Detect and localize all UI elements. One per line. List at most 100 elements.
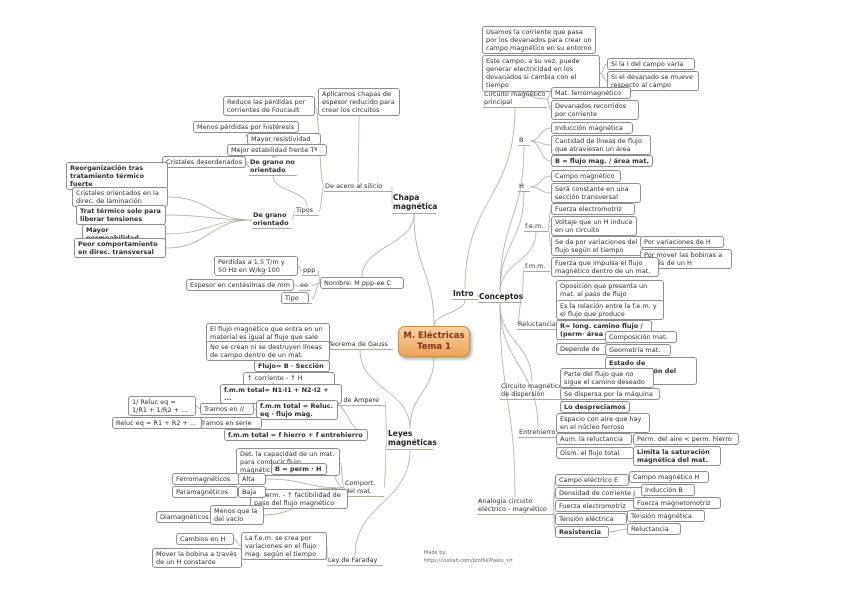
mindmap-node-cristales_or[interactable]: Cristales orientados en la direc. de lam… — [72, 187, 168, 208]
mindmap-node-menos_vacio[interactable]: Menos que la del vacío — [210, 505, 264, 526]
mindmap-node-desp[interactable]: Lo despreciamos — [560, 401, 630, 414]
mindmap-node-b_perm[interactable]: B = perm · H — [271, 463, 327, 476]
mindmap-node-leyes[interactable]: Leyes magnéticas — [387, 429, 437, 450]
mindmap-node-mejor_est[interactable]: Mejor estabilidad frente Tª — [227, 144, 327, 157]
mindmap-node-voltaje[interactable]: Voltaje que un H induce en un circuito — [551, 216, 637, 237]
mindmap-node-fuerza_imp[interactable]: Fuerza que impulsa el flujo magnético de… — [551, 257, 659, 278]
mindmap-node-reluc2[interactable]: Reluctancia — [627, 523, 681, 536]
mindmap-node-trat[interactable]: Trat térmico solo para liberar tensiones — [76, 205, 166, 226]
connector-h-campo_mag — [529, 175, 552, 188]
mindmap-node-usamos[interactable]: Usamos la corriente que pasa por los dev… — [482, 26, 596, 55]
mindmap-node-nombre[interactable]: Nombre: M ppp-ee C — [320, 277, 404, 290]
mindmap-node-dev_rec[interactable]: Devanados recorridos por corriente — [551, 100, 639, 121]
mindmap-node-reduce[interactable]: Reduce las pérdidas por corrientes de Fo… — [223, 96, 315, 117]
mindmap-node-este[interactable]: Este campo, a su vez, puede generar elec… — [482, 55, 600, 92]
mindmap-node-mat_ferro[interactable]: Mat. ferromagnético — [551, 87, 631, 100]
connector-conceptos-reluc — [516, 297, 523, 326]
mindmap-node-fem_crea[interactable]: La f.e.m. se crea por variaciones en el … — [241, 532, 327, 561]
mindmap-node-comp[interactable]: Composición mat. — [605, 331, 677, 344]
mindmap-node-tramos_p[interactable]: Tramos en // — [200, 403, 254, 416]
mindmap-node-fem[interactable]: f.e.m. — [524, 222, 548, 233]
mindmap-node-reluc[interactable]: Reluctancia — [517, 320, 559, 331]
mindmap-node-gauss[interactable]: Teorema de Gauss — [327, 340, 393, 351]
mindmap-node-fmm_reluc[interactable]: f.m.m total = Reluc. eq · flujo mag. — [256, 400, 338, 421]
mindmap-node-ferro[interactable]: Ferromagnéticos — [172, 473, 240, 486]
mindmap-node-reluc_eq_s[interactable]: Reluc eq = R1 + R2 + ... — [112, 417, 202, 430]
mindmap-node-resist[interactable]: Resistencia — [555, 526, 609, 539]
mindmap-node-analogia[interactable]: Analogía circuito eléctrico - magnético — [477, 497, 553, 516]
mindmap-node-sedisp[interactable]: Se dispersa por la máquina — [560, 388, 660, 401]
connector-conceptos-b — [499, 145, 525, 293]
mindmap-node-ppp[interactable]: ppp — [302, 266, 318, 277]
mindmap-node-cant[interactable]: Cantidad de líneas de flujo que atravies… — [551, 135, 651, 156]
mindmap-node-flujo_eq[interactable]: Flujo= B · Sección — [254, 360, 330, 373]
mindmap-node-comport[interactable]: Comport. del mat. — [344, 479, 384, 498]
mindmap-node-reluc_eq_p[interactable]: 1/ Reluc eq = 1/R1 + 1/R2 + ... — [128, 396, 196, 417]
mindmap-node-pormover[interactable]: Por mover las bobinas a través de un H — [640, 249, 732, 270]
mindmap-node-chapa[interactable]: Chapa magnética — [392, 193, 437, 214]
mindmap-node-circ_prin[interactable]: Circuito magnético principal — [483, 90, 547, 109]
mindmap-node-ind_mag[interactable]: Inducción magnética — [551, 122, 633, 135]
mindmap-node-tipo[interactable]: Tipo — [281, 292, 309, 305]
mindmap-node-fem2[interactable]: Fuerza electromotriz — [555, 500, 639, 513]
mindmap-node-cristales_des[interactable]: Cristales desordenados — [162, 156, 246, 169]
mindmap-node-dia[interactable]: Diamagnéticos — [156, 511, 218, 524]
mindmap-node-parte[interactable]: Parte del flujo que no sigue el camino d… — [560, 368, 654, 389]
mindmap-node-espesor[interactable]: Espesor en centésimas de mm — [186, 279, 294, 292]
mindmap-node-campo_mag[interactable]: Campo magnético — [551, 170, 621, 183]
mindmap-node-h[interactable]: H — [518, 182, 530, 193]
mindmap-node-acero[interactable]: De acero al silicio — [324, 182, 392, 193]
mindmap-node-intro[interactable]: Intro — [452, 289, 478, 301]
mindmap-root-node[interactable]: M. Eléctricas Tema 1 — [398, 326, 470, 358]
mindmap-node-espacio[interactable]: Espacio con aire que hay en el núcleo fe… — [556, 413, 650, 434]
mindmap-node-fmm_ni[interactable]: f.m.m total= N1·I1 + N2·I2 + ... — [220, 384, 342, 405]
mindmap-node-det[interactable]: Det. la capacidad de un mat. para conduc… — [236, 448, 340, 477]
mindmap-node-tens_m[interactable]: Tensión magnética — [627, 510, 705, 523]
mindmap-node-perdidas[interactable]: Pérdidas a 1.5 T/m y 50 Hz en W/kg·100 — [214, 256, 298, 277]
mindmap-node-relacion[interactable]: Es la relación entre la f.e.m. y el fluj… — [556, 300, 664, 321]
mindmap-node-entre[interactable]: Entrehierro — [518, 428, 558, 439]
mindmap-node-fmm[interactable]: f.m.m. — [524, 262, 550, 273]
mindmap-node-reorg[interactable]: Reorganización tras tratamiento térmico … — [66, 162, 168, 191]
mindmap-node-perm_fact[interactable]: ↑ perm. - ↑ factibilidad de paso del flu… — [250, 489, 348, 510]
mindmap-node-porvar[interactable]: Por variaciones de H — [640, 236, 724, 249]
mindmap-node-fuerza_e[interactable]: Fuerza electromotriz — [551, 203, 635, 216]
mindmap-node-tramos_s[interactable]: Tramos en serie — [196, 417, 262, 430]
mindmap-node-ind_b[interactable]: Inducción B — [641, 484, 695, 497]
mindmap-node-mover[interactable]: Mover la bobina a través de un H constan… — [152, 548, 242, 569]
mindmap-node-para[interactable]: Paramagnéticos — [172, 486, 238, 499]
mindmap-node-dens_j[interactable]: Densidad de corriente J — [555, 487, 645, 500]
mindmap-node-tens_e[interactable]: Tensión eléctrica — [555, 513, 627, 526]
mindmap-node-campo_e[interactable]: Campo eléctrico E — [555, 474, 629, 487]
mindmap-node-si_dev[interactable]: Si el devanado se mueve respecto al camp… — [607, 71, 699, 92]
mindmap-node-cambios[interactable]: Cambios en H — [176, 533, 234, 546]
mindmap-node-sera[interactable]: Será constante en una sección transversa… — [551, 183, 641, 204]
mindmap-node-baja[interactable]: Baja — [238, 486, 266, 499]
mindmap-node-campo_h[interactable]: Campo magnético H — [629, 471, 709, 484]
connector-fem_crea-cambios — [233, 538, 242, 547]
mindmap-node-si_i[interactable]: Si la I del campo varía — [607, 58, 695, 71]
mindmap-node-aum[interactable]: Aum. la reluctancia — [556, 433, 632, 446]
mindmap-node-perm_aire[interactable]: Perm. del aire < perm. hierro — [633, 433, 739, 446]
mindmap-node-nocrean[interactable]: No se crean ni se destruyen líneas de ca… — [206, 341, 330, 362]
mindmap-node-ee[interactable]: ee — [299, 281, 311, 292]
mindmap-node-seda[interactable]: Se da por variaciones del flujo según el… — [551, 236, 643, 257]
mindmap-node-grano_no[interactable]: De grano no orientado — [249, 158, 297, 177]
mindmap-node-menos_perd[interactable]: Menos pérdidas por histéresis — [193, 121, 299, 134]
mindmap-node-peor[interactable]: Peor comportamiento en direc. transversa… — [74, 238, 166, 259]
mindmap-node-b_eq[interactable]: B = flujo mag. / área mat. — [551, 155, 653, 168]
mindmap-node-dism[interactable]: Dism. el flujo total — [556, 447, 634, 460]
mindmap-node-fmm2[interactable]: Fuerza magnetomotriz — [633, 497, 721, 510]
mindmap-node-grano_or[interactable]: De grano orientado — [252, 211, 292, 230]
mindmap-node-conceptos[interactable]: Conceptos — [478, 292, 523, 304]
mindmap-node-b[interactable]: B — [518, 136, 530, 147]
mindmap-node-alta[interactable]: Alta — [238, 473, 266, 486]
mindmap-node-limita[interactable]: Limita la saturación magnética del mat. — [633, 446, 721, 467]
mindmap-node-geom[interactable]: Geometría mat. — [605, 344, 671, 357]
mindmap-node-tipos[interactable]: Tipos — [295, 206, 319, 217]
mindmap-node-fmm_hierro[interactable]: f.m.m total = f hierro + f entrehierro — [224, 429, 368, 442]
mindmap-node-circ_disp[interactable]: Circuito magnético de dispersión — [500, 382, 564, 401]
mindmap-node-aplicamos[interactable]: Aplicamos chapas de espesor reducido par… — [318, 88, 400, 117]
mindmap-node-depende[interactable]: Depende de — [556, 343, 608, 356]
mindmap-node-faraday[interactable]: Ley de Faraday — [327, 556, 383, 567]
